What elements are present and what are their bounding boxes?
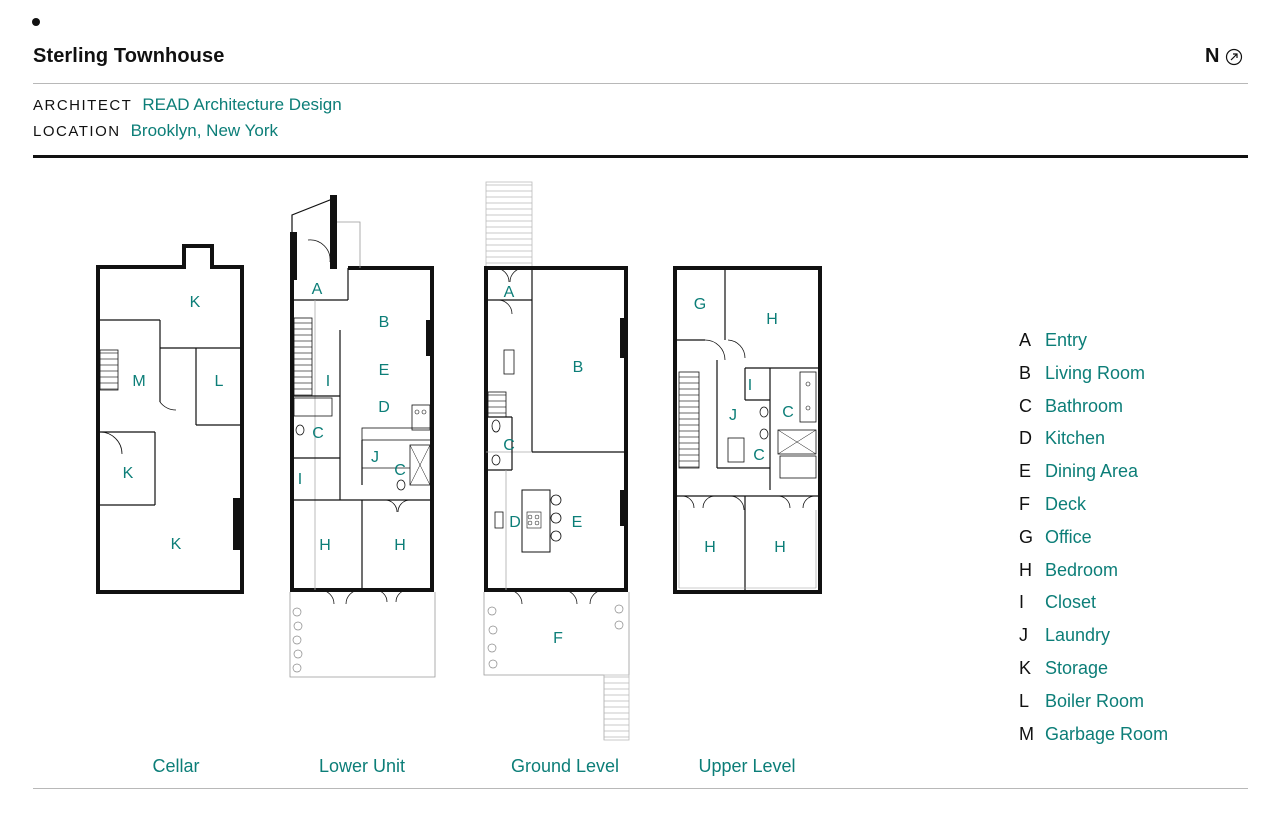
room-label: D: [378, 399, 390, 416]
room-label: H: [319, 537, 331, 554]
room-label: M: [132, 373, 145, 390]
room-legend: A Entry B Living Room C Bathroom D Kitchen E…: [1019, 330, 1168, 756]
room-label: D: [509, 514, 521, 531]
room-label: C: [503, 437, 515, 454]
legend-label: Closet: [1045, 592, 1097, 613]
legend-item: H Bedroom: [1019, 560, 1168, 593]
room-label: C: [753, 447, 765, 464]
caption-cellar[interactable]: Cellar: [152, 756, 200, 776]
legend-item: F Deck: [1019, 494, 1168, 527]
room-label: L: [215, 373, 224, 390]
caption-lower-unit[interactable]: Lower Unit: [318, 756, 406, 776]
legend-label: Deck: [1045, 493, 1087, 514]
legend-label: Kitchen: [1045, 428, 1106, 449]
bullet-dot: [32, 18, 40, 26]
room-label: H: [774, 539, 786, 556]
legend-key: D: [1019, 428, 1032, 449]
legend-item: K Storage: [1019, 658, 1168, 691]
legend-item: M Garbage Room: [1019, 724, 1168, 757]
legend-key: J: [1019, 625, 1028, 646]
room-label: C: [782, 404, 794, 421]
legend-label: Storage: [1045, 657, 1109, 678]
footer-divider: [33, 788, 1248, 789]
legend-key: F: [1019, 493, 1030, 514]
legend-key: L: [1019, 690, 1030, 711]
room-label: K: [190, 294, 201, 311]
legend-label: Office: [1045, 526, 1092, 547]
north-label: N: [1205, 45, 1220, 67]
legend-item: J Laundry: [1019, 625, 1168, 658]
caption-ground-level[interactable]: Ground Level: [510, 756, 620, 776]
room-label: H: [394, 537, 406, 554]
room-label: J: [729, 407, 737, 424]
legend-label: Garbage Room: [1045, 723, 1169, 744]
plan-cellar: [96, 244, 244, 594]
architect-link[interactable]: READ Architecture Design: [142, 95, 342, 114]
legend-label: Living Room: [1045, 362, 1146, 383]
room-label: I: [748, 377, 752, 394]
architect-label: ARCHITECT: [33, 97, 133, 114]
room-label: C: [312, 425, 324, 442]
plan-ground-level: [483, 181, 630, 741]
page-title: Sterling Townhouse: [33, 45, 225, 67]
location-label: LOCATION: [33, 123, 121, 140]
room-label: B: [573, 359, 584, 376]
legend-key: I: [1019, 592, 1025, 613]
location-link[interactable]: Brooklyn, New York: [130, 121, 278, 140]
legend-label: Dining Area: [1045, 461, 1139, 482]
architect-row: ARCHITECT READ Architecture Design: [33, 95, 342, 115]
legend-key: H: [1019, 559, 1032, 580]
legend-label: Boiler Room: [1045, 690, 1145, 711]
legend-key: M: [1019, 723, 1034, 744]
room-label: C: [394, 462, 406, 479]
legend-item: C Bathroom: [1019, 396, 1168, 429]
room-label: G: [694, 296, 706, 313]
legend-key: B: [1019, 362, 1032, 383]
legend-label: Laundry: [1045, 625, 1111, 646]
room-label: A: [504, 284, 515, 301]
legend-item: G Office: [1019, 527, 1168, 560]
legend-key: C: [1019, 395, 1032, 416]
room-label: F: [553, 630, 563, 647]
room-label: I: [298, 471, 302, 488]
legend-item: E Dining Area: [1019, 461, 1168, 494]
room-label: E: [379, 362, 390, 379]
plan-upper-level: [673, 266, 822, 594]
header-divider: [33, 83, 1248, 84]
legend-label: Entry: [1045, 330, 1088, 350]
legend-item: I Closet: [1019, 592, 1168, 625]
room-label: K: [123, 465, 134, 482]
legend-key: E: [1019, 461, 1032, 482]
legend-label: Bedroom: [1045, 559, 1119, 580]
room-label: K: [171, 536, 182, 553]
legend-label: Bathroom: [1045, 395, 1124, 416]
legend-item: A Entry: [1019, 330, 1168, 363]
legend-key: A: [1019, 330, 1032, 350]
legend-key: K: [1019, 657, 1032, 678]
plan-lower-unit: [289, 195, 436, 678]
room-label: E: [572, 514, 583, 531]
legend-item: L Boiler Room: [1019, 691, 1168, 724]
north-indicator: N: [1205, 45, 1243, 68]
room-label: A: [312, 281, 323, 298]
legend-item: B Living Room: [1019, 363, 1168, 396]
room-label: H: [766, 311, 778, 328]
room-label: B: [379, 314, 390, 331]
meta-divider: [33, 155, 1248, 158]
legend-item: D Kitchen: [1019, 428, 1168, 461]
room-label: I: [326, 373, 330, 390]
room-label: J: [371, 449, 379, 466]
location-row: LOCATION Brooklyn, New York: [33, 121, 278, 141]
floor-plans-drawing: K M L K K A B E I D C J C I H H A B C D …: [96, 181, 822, 741]
legend-key: G: [1019, 526, 1034, 547]
north-arrow-icon: [1226, 48, 1243, 65]
caption-upper-level[interactable]: Upper Level: [698, 756, 796, 776]
room-label: H: [704, 539, 716, 556]
